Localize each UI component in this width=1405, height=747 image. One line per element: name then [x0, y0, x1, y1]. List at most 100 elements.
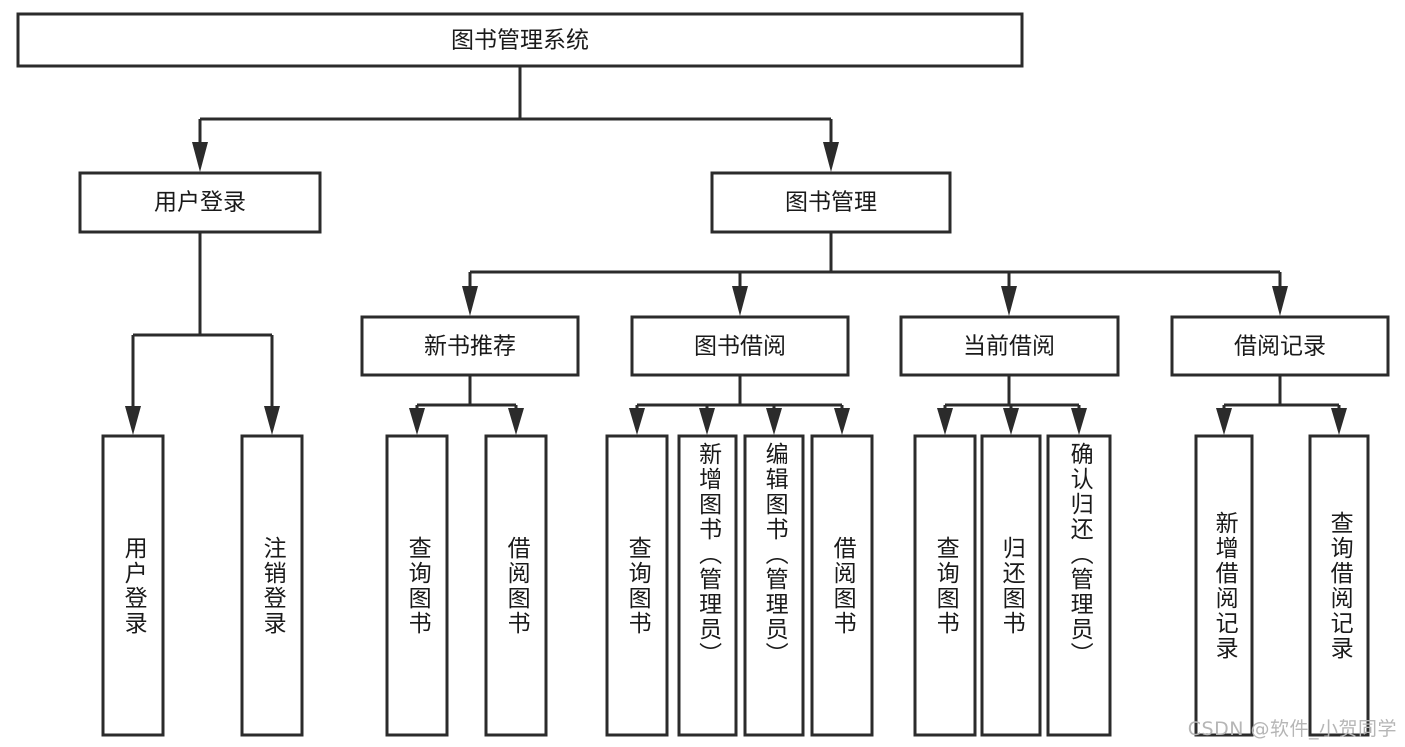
node-leaf-query-book-borrow[interactable]: 查询图书: [605, 434, 669, 737]
arrow-head-icon: [1001, 286, 1017, 316]
node-current-borrow[interactable]: 当前借阅: [899, 315, 1120, 377]
node-label: 新增借阅记录: [1211, 510, 1238, 661]
arrow-head-icon: [1331, 408, 1347, 435]
node-box: [913, 434, 977, 737]
node-leaf-borrow-book[interactable]: 借阅图书: [810, 434, 874, 737]
node-leaf-confirm-return-admin[interactable]: 确认归还（管理员）: [1046, 434, 1112, 737]
node-label-wrap: 查询借阅记录: [1326, 510, 1353, 661]
node-label: 图书借阅: [694, 334, 786, 360]
node-label: 查询图书: [404, 535, 431, 636]
node-label: 借阅图书: [503, 535, 530, 636]
node-leaf-borrow-book-rec[interactable]: 借阅图书: [484, 434, 548, 737]
arrow-head-icon: [1272, 286, 1288, 316]
node-label: 用户登录: [120, 535, 147, 636]
arrow-head-icon: [629, 408, 645, 435]
node-box: [78, 171, 322, 234]
node-box: [16, 12, 1024, 68]
arrow-head-icon: [462, 286, 478, 316]
node-box: [1170, 315, 1390, 377]
connector-book-manage-to-level2: [462, 232, 1288, 316]
node-book-borrow[interactable]: 图书借阅: [630, 315, 850, 377]
node-box: [810, 434, 874, 737]
node-root[interactable]: 图书管理系统: [16, 12, 1024, 68]
connector-root-to-level1: [192, 66, 839, 172]
node-label: 用户登录: [154, 190, 246, 216]
node-label-wrap: 借阅图书: [503, 535, 530, 636]
node-box: [630, 315, 850, 377]
node-leaf-return-book[interactable]: 归还图书: [980, 434, 1042, 737]
arrow-head-icon: [1216, 408, 1232, 435]
node-box: [743, 434, 805, 737]
node-label-wrap: 用户登录: [120, 535, 147, 636]
node-label-wrap: 新增借阅记录: [1211, 510, 1238, 661]
connector-user-login-children: [125, 232, 280, 435]
arrow-head-icon: [834, 408, 850, 435]
connector-borrow-record-children: [1216, 375, 1347, 435]
node-borrow-record[interactable]: 借阅记录: [1170, 315, 1390, 377]
node-label-wrap: 编辑图书（管理员）: [761, 442, 788, 667]
node-label: 借阅记录: [1234, 334, 1326, 360]
node-box: [1308, 434, 1370, 737]
node-leaf-query-borrow-record[interactable]: 查询借阅记录: [1308, 434, 1370, 737]
node-label: 当前借阅: [963, 334, 1055, 360]
node-label-wrap: 归还图书: [998, 535, 1025, 636]
node-label: 新增图书（管理员）: [694, 442, 721, 667]
connector-new-book-children: [409, 375, 524, 435]
node-box: [1046, 434, 1112, 737]
node-box: [240, 434, 304, 737]
node-box: [899, 315, 1120, 377]
node-box: [360, 315, 580, 377]
node-leaf-query-book-cur[interactable]: 查询图书: [913, 434, 977, 737]
node-label: 查询图书: [624, 535, 651, 636]
node-box: [980, 434, 1042, 737]
node-box: [677, 434, 738, 737]
node-label-wrap: 确认归还（管理员）: [1066, 442, 1093, 667]
node-label-wrap: 注销登录: [259, 535, 286, 636]
node-label: 查询图书: [932, 535, 959, 636]
node-leaf-query-book-rec[interactable]: 查询图书: [385, 434, 449, 737]
node-label: 借阅图书: [829, 535, 856, 636]
node-label-wrap: 查询图书: [624, 535, 651, 636]
node-leaf-user-logout[interactable]: 注销登录: [240, 434, 304, 737]
node-label: 编辑图书（管理员）: [761, 442, 788, 667]
arrow-head-icon: [192, 142, 208, 172]
node-box: [605, 434, 669, 737]
arrow-head-icon: [125, 406, 141, 435]
arrow-head-icon: [732, 286, 748, 316]
arrow-head-icon: [937, 408, 953, 435]
node-box: [710, 171, 952, 234]
node-box: [1194, 434, 1254, 737]
connector-book-borrow-children: [629, 375, 850, 435]
node-label-wrap: 借阅图书: [829, 535, 856, 636]
node-user-login[interactable]: 用户登录: [78, 171, 322, 234]
connector-current-borrow-children: [937, 375, 1087, 435]
node-new-book-recommend[interactable]: 新书推荐: [360, 315, 580, 377]
node-label-wrap: 新增图书（管理员）: [694, 442, 721, 667]
node-box: [484, 434, 548, 737]
node-label: 新书推荐: [424, 334, 516, 360]
node-label: 图书管理: [785, 190, 877, 216]
arrow-head-icon: [766, 408, 782, 435]
node-box: [385, 434, 449, 737]
node-leaf-add-borrow-record[interactable]: 新增借阅记录: [1194, 434, 1254, 737]
node-book-manage[interactable]: 图书管理: [710, 171, 952, 234]
node-leaf-edit-book-admin[interactable]: 编辑图书（管理员）: [743, 434, 805, 737]
arrow-head-icon: [409, 408, 425, 435]
node-label: 确认归还（管理员）: [1066, 442, 1093, 667]
node-leaf-user-login[interactable]: 用户登录: [101, 434, 165, 737]
arrow-head-icon: [699, 408, 715, 435]
arrow-head-icon: [508, 408, 524, 435]
node-box: [101, 434, 165, 737]
node-label-wrap: 查询图书: [404, 535, 431, 636]
node-leaf-add-book-admin[interactable]: 新增图书（管理员）: [677, 434, 738, 737]
arrow-head-icon: [264, 406, 280, 435]
node-label: 注销登录: [259, 535, 286, 636]
node-label-wrap: 查询图书: [932, 535, 959, 636]
node-label: 图书管理系统: [451, 28, 589, 54]
arrow-head-icon: [1003, 408, 1019, 435]
node-label: 查询借阅记录: [1326, 510, 1353, 661]
arrow-head-icon: [1071, 408, 1087, 435]
node-label: 归还图书: [998, 535, 1025, 636]
